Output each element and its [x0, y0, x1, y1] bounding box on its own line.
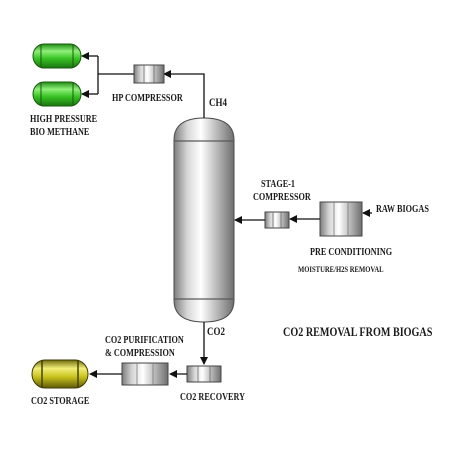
ch4-line: [163, 70, 205, 118]
hp-compressor-label: HP COMPRESSOR: [112, 93, 183, 104]
compression-label: & COMPRESSION: [105, 348, 175, 359]
high-pressure-label: HIGH PRESSURE: [30, 114, 98, 125]
co2-storage-label: CO2 STORAGE: [31, 396, 90, 407]
hp-compressor: [133, 64, 165, 84]
stage1-compressor: [264, 211, 290, 229]
stage1-label: STAGE-1: [261, 179, 295, 190]
pre-conditioning-unit: [319, 201, 363, 237]
diagram-title: CO2 REMOVAL FROM BIOGAS: [283, 324, 433, 339]
ch4-label: CH4: [209, 97, 227, 109]
bio-methane-label: BIO METHANE: [30, 127, 90, 138]
compressor-label: COMPRESSOR: [253, 192, 311, 203]
moisture-removal-label: MOISTURE/H2S REMOVAL: [298, 264, 384, 274]
co2-storage-tank: [31, 359, 89, 389]
co2-purification-unit: [121, 362, 169, 386]
co2-recovery-label: CO2 RECOVERY: [180, 392, 246, 403]
co2-recovery-unit: [186, 365, 222, 383]
raw-biogas-label: RAW BIOGAS: [376, 204, 429, 215]
co2-label: CO2: [207, 326, 225, 338]
hp-to-tanks-line: [81, 52, 134, 98]
bio-methane-tank-bottom: [32, 81, 82, 107]
bio-methane-tank-top: [32, 43, 82, 69]
co2-purification-label: CO2 PURIFICATION: [105, 335, 184, 346]
absorption-column: [173, 117, 235, 323]
pre-conditioning-label: PRE CONDITIONING: [310, 247, 393, 258]
